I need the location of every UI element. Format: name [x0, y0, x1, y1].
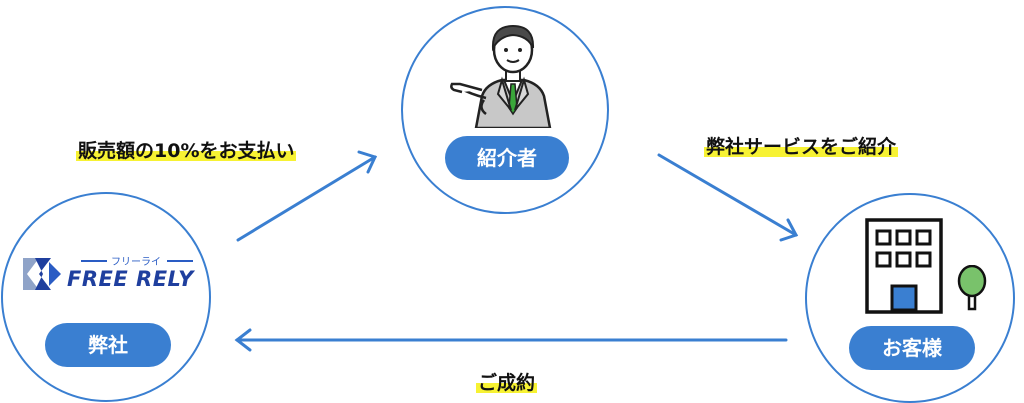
arrow-customer-to-company [234, 328, 788, 352]
person-in-suit-icon [450, 24, 552, 128]
edge-label-payment: 販売額の10%をお支払い [76, 136, 297, 163]
company-node: フリーライ FREE RELY 弊社 [1, 192, 211, 402]
arrow-introducer-to-customer [657, 153, 799, 242]
logo-title: FREE RELY [67, 267, 194, 291]
free-rely-logo-icon [23, 258, 61, 290]
logo-subtitle: フリーライ [111, 257, 161, 268]
introducer-node: 紹介者 [401, 6, 609, 214]
arrow-company-to-introducer [236, 150, 378, 242]
introducer-label: 紹介者 [445, 136, 569, 180]
customer-node: お客様 [805, 193, 1015, 403]
company-label: 弊社 [45, 323, 171, 367]
edge-label-referral: 弊社サービスをご紹介 [704, 132, 899, 159]
logo-divider-right [167, 260, 193, 262]
logo-divider-left [81, 260, 107, 262]
building-icon [865, 218, 943, 314]
tree-icon [957, 265, 987, 311]
edge-label-contract: ご成約 [476, 368, 538, 395]
customer-label: お客様 [849, 326, 975, 370]
